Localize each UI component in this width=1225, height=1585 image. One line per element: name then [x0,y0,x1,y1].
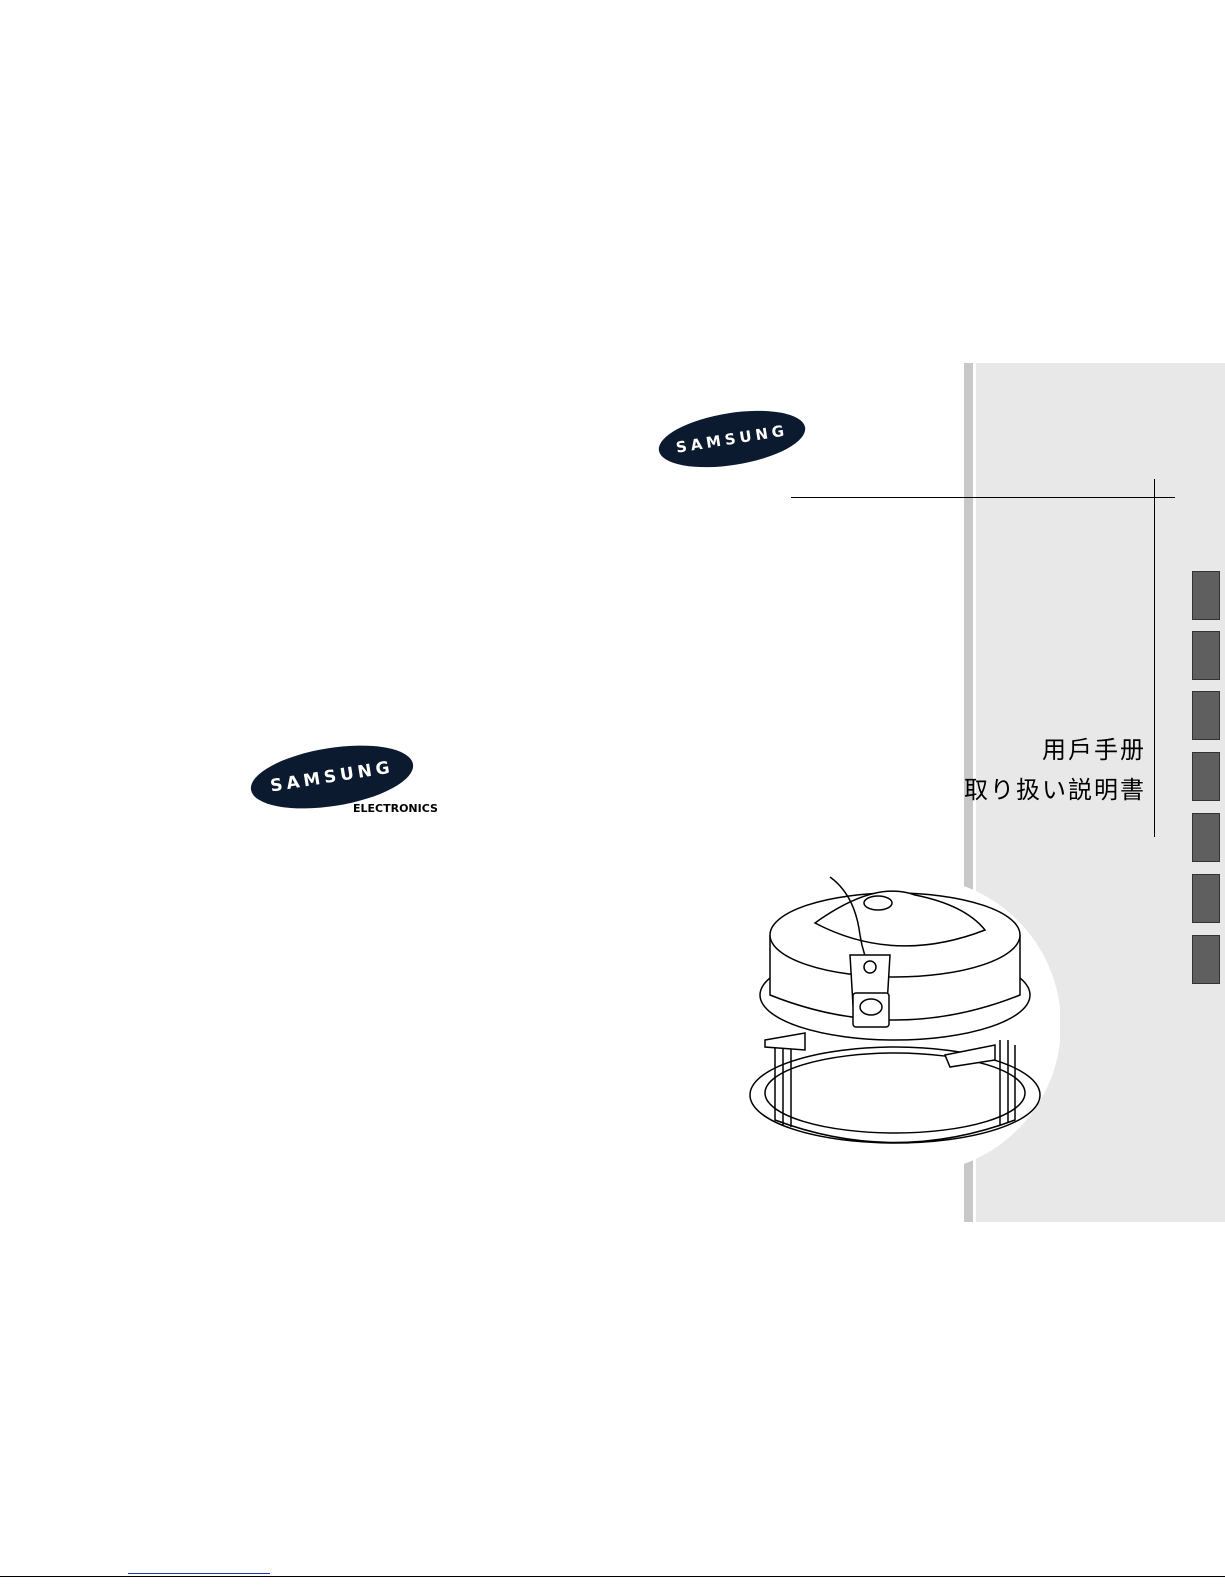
logo-text: SAMSUNG [269,757,395,796]
header-rule [791,497,1175,498]
section-tab-6[interactable] [1192,874,1220,923]
bottom-rule [0,1576,1225,1577]
dome-camera-illustration [735,875,1060,1180]
section-tab-5[interactable] [1192,813,1220,862]
section-tab-3[interactable] [1192,691,1220,740]
logo-text: SAMSUNG [675,421,790,456]
samsung-logo-top: SAMSUNG [655,402,809,477]
electronics-label: ELECTRONICS [353,802,438,815]
section-tab-1[interactable] [1192,571,1220,620]
section-tab-7[interactable] [1192,935,1220,984]
title-japanese: 取り扱い説明書 [964,770,1146,805]
section-tab-4[interactable] [1192,752,1220,801]
bottom-link-underline [128,1573,270,1574]
title-chinese: 用戶手册 [1042,730,1146,765]
section-tab-2[interactable] [1192,631,1220,680]
vertical-rule [1154,479,1155,837]
